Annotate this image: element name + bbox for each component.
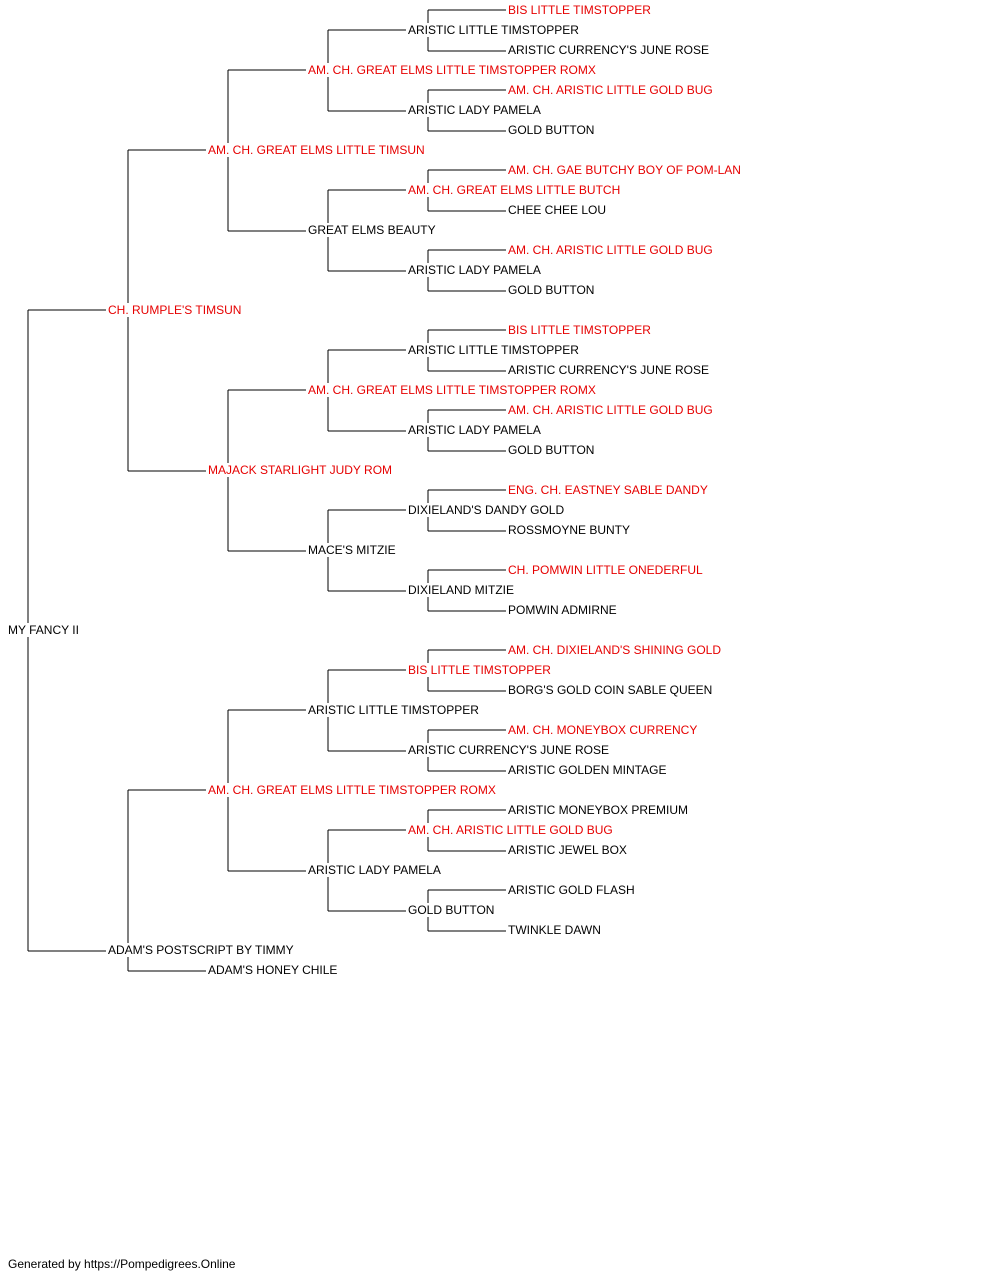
- ancestor-name: DIXIELAND'S DANDY GOLD: [408, 503, 567, 517]
- ancestor-name: BIS LITTLE TIMSTOPPER: [508, 3, 653, 17]
- ancestor-name: AM. CH. GAE BUTCHY BOY OF POM-LAN: [508, 163, 743, 177]
- ancestor-name: GOLD BUTTON: [408, 903, 497, 917]
- ancestor-name: BIS LITTLE TIMSTOPPER: [408, 663, 553, 677]
- ancestor-name: ARISTIC LADY PAMELA: [408, 263, 543, 277]
- ancestor-name: ARISTIC LADY PAMELA: [308, 863, 443, 877]
- ancestor-name: BIS LITTLE TIMSTOPPER: [508, 323, 653, 337]
- ancestor-name: MAJACK STARLIGHT JUDY ROM: [208, 463, 395, 477]
- ancestor-name: CH. POMWIN LITTLE ONEDERFUL: [508, 563, 705, 577]
- ancestor-name: GOLD BUTTON: [508, 123, 597, 137]
- ancestor-name: ROSSMOYNE BUNTY: [508, 523, 633, 537]
- ancestor-name: ARISTIC LADY PAMELA: [408, 103, 543, 117]
- ancestor-name: ARISTIC CURRENCY'S JUNE ROSE: [508, 363, 711, 377]
- ancestor-name: ARISTIC JEWEL BOX: [508, 843, 629, 857]
- ancestor-name: AM. CH. ARISTIC LITTLE GOLD BUG: [508, 83, 715, 97]
- ancestor-name: ARISTIC GOLDEN MINTAGE: [508, 763, 669, 777]
- ancestor-name: ARISTIC LITTLE TIMSTOPPER: [408, 343, 581, 357]
- ancestor-name: ADAM'S POSTSCRIPT BY TIMMY: [108, 943, 296, 957]
- ancestor-name: ARISTIC LADY PAMELA: [408, 423, 543, 437]
- ancestor-name: AM. CH. GREAT ELMS LITTLE TIMSUN: [208, 143, 427, 157]
- generated-by-footer: Generated by https://Pompedigrees.Online: [8, 1257, 236, 1271]
- ancestor-name: ARISTIC LITTLE TIMSTOPPER: [308, 703, 481, 717]
- ancestor-name: ARISTIC CURRENCY'S JUNE ROSE: [508, 43, 711, 57]
- ancestor-name: ARISTIC MONEYBOX PREMIUM: [508, 803, 691, 817]
- ancestor-name: AM. CH. ARISTIC LITTLE GOLD BUG: [508, 243, 715, 257]
- ancestor-name: AM. CH. GREAT ELMS LITTLE TIMSTOPPER ROM…: [308, 383, 598, 397]
- ancestor-name: AM. CH. DIXIELAND'S SHINING GOLD: [508, 643, 723, 657]
- ancestor-name: ARISTIC CURRENCY'S JUNE ROSE: [408, 743, 611, 757]
- ancestor-name: TWINKLE DAWN: [508, 923, 603, 937]
- ancestor-name: ENG. CH. EASTNEY SABLE DANDY: [508, 483, 710, 497]
- ancestor-name: GOLD BUTTON: [508, 443, 597, 457]
- ancestor-name: AM. CH. MONEYBOX CURRENCY: [508, 723, 700, 737]
- ancestor-name: AM. CH. GREAT ELMS LITTLE TIMSTOPPER ROM…: [208, 783, 498, 797]
- ancestor-name: BORG'S GOLD COIN SABLE QUEEN: [508, 683, 715, 697]
- ancestor-name: AM. CH. GREAT ELMS LITTLE BUTCH: [408, 183, 623, 197]
- ancestor-name: GOLD BUTTON: [508, 283, 597, 297]
- ancestor-name: AM. CH. ARISTIC LITTLE GOLD BUG: [508, 403, 715, 417]
- ancestor-name: ADAM'S HONEY CHILE: [208, 963, 340, 977]
- ancestor-name: CHEE CHEE LOU: [508, 203, 609, 217]
- ancestor-name: MACE'S MITZIE: [308, 543, 398, 557]
- ancestor-name: ARISTIC GOLD FLASH: [508, 883, 637, 897]
- ancestor-name: AM. CH. GREAT ELMS LITTLE TIMSTOPPER ROM…: [308, 63, 598, 77]
- subject-dog-name: MY FANCY II: [8, 623, 81, 637]
- ancestor-name: DIXIELAND MITZIE: [408, 583, 517, 597]
- ancestor-name: CH. RUMPLE'S TIMSUN: [108, 303, 244, 317]
- ancestor-name: POMWIN ADMIRNE: [508, 603, 619, 617]
- ancestor-name: GREAT ELMS BEAUTY: [308, 223, 438, 237]
- ancestor-name: ARISTIC LITTLE TIMSTOPPER: [408, 23, 581, 37]
- ancestor-name: AM. CH. ARISTIC LITTLE GOLD BUG: [408, 823, 615, 837]
